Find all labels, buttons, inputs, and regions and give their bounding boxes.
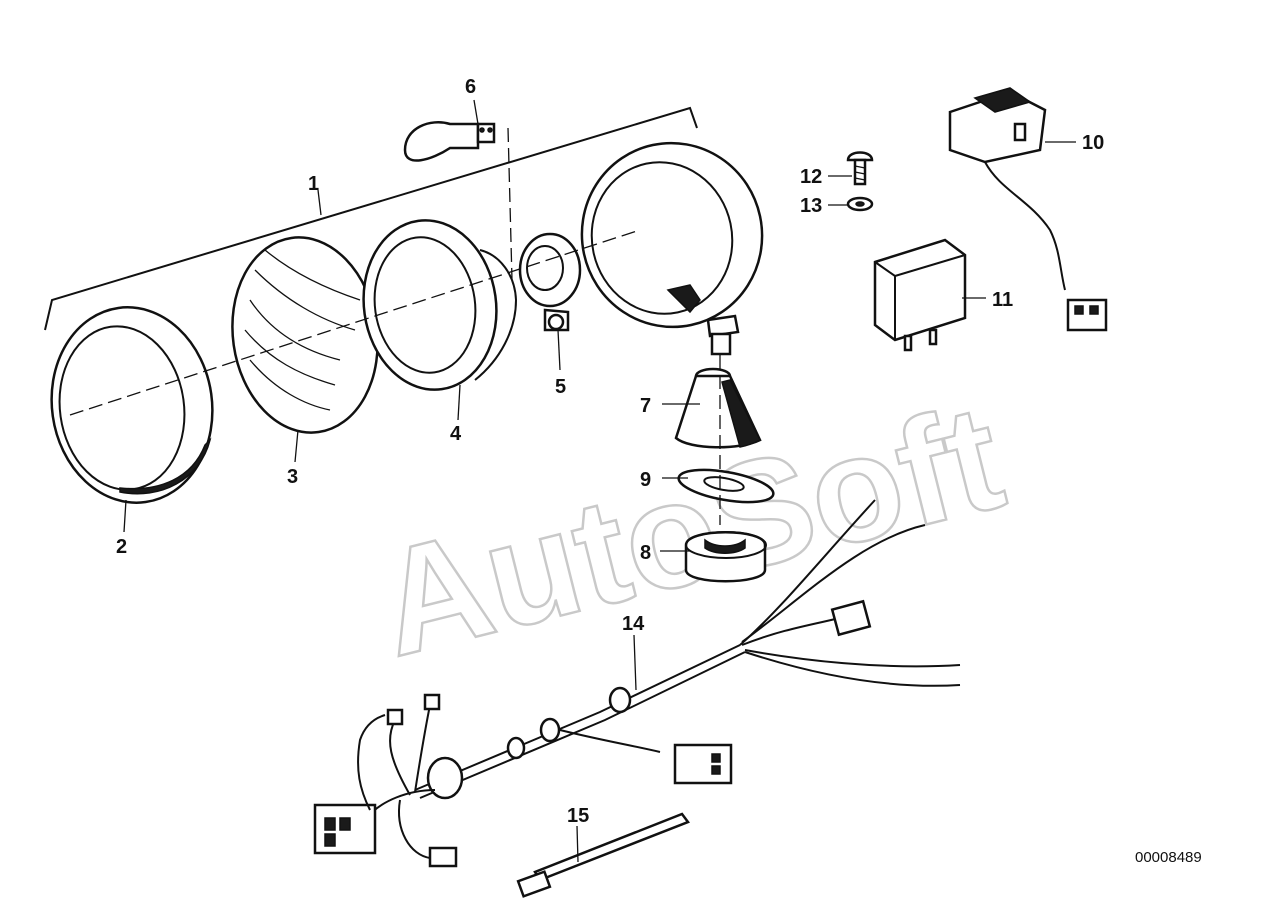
trim-ring bbox=[50, 306, 214, 504]
clamp-ring bbox=[684, 531, 767, 583]
callout-11: 11 bbox=[992, 289, 1013, 311]
bulb bbox=[403, 121, 496, 162]
callout-2: 2 bbox=[116, 536, 127, 558]
callout-8: 8 bbox=[640, 542, 651, 564]
callout-7: 7 bbox=[640, 395, 651, 417]
housing bbox=[580, 141, 764, 356]
screw bbox=[846, 151, 874, 186]
callout-10: 10 bbox=[1082, 132, 1104, 154]
callout-3: 3 bbox=[287, 466, 298, 488]
callout-9: 9 bbox=[640, 469, 651, 491]
callout-4: 4 bbox=[450, 423, 462, 445]
callout-15: 15 bbox=[567, 805, 589, 827]
callout-13: 13 bbox=[800, 195, 822, 217]
leader-lines bbox=[123, 99, 1076, 863]
wiring-harness bbox=[313, 499, 961, 868]
callout-14: 14 bbox=[622, 613, 645, 635]
mounting-cone bbox=[674, 367, 762, 449]
callout-6: 6 bbox=[465, 76, 476, 98]
reflector bbox=[362, 219, 518, 391]
switch bbox=[948, 87, 1108, 332]
callout-1: 1 bbox=[308, 173, 319, 195]
washer bbox=[846, 196, 874, 212]
callout-5: 5 bbox=[555, 376, 566, 398]
bulb-socket bbox=[518, 232, 582, 332]
drawing-number: 00008489 bbox=[1135, 849, 1202, 866]
relay bbox=[873, 238, 967, 352]
cable-tie bbox=[516, 812, 690, 898]
assembly-bracket bbox=[44, 106, 698, 331]
center-axis bbox=[69, 127, 721, 525]
callout-12: 12 bbox=[800, 166, 822, 188]
lens bbox=[231, 236, 379, 434]
